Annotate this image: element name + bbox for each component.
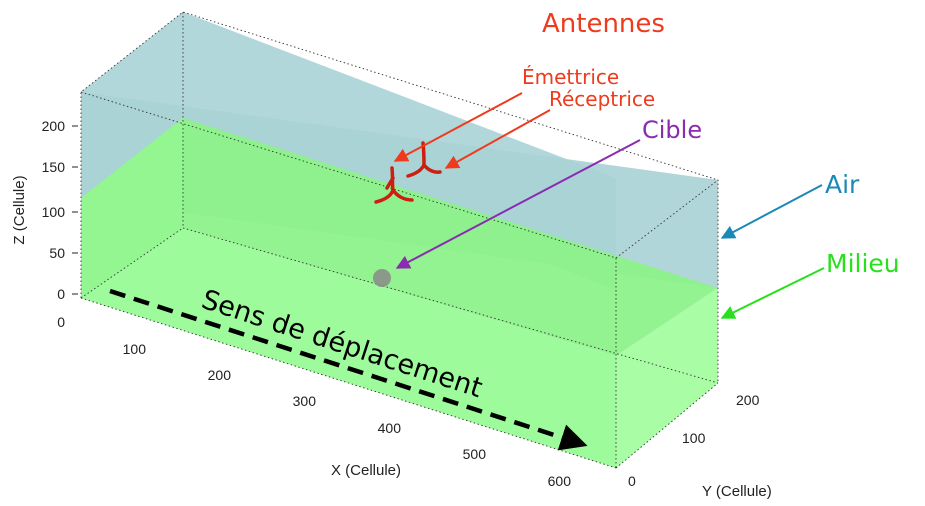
x-axis: 0 100 200 300 400 500 600 X (Cellule) (57, 314, 571, 489)
x-tick-100: 100 (123, 341, 147, 357)
antennes-label: Antennes (542, 9, 665, 39)
air-label: Air (825, 170, 860, 199)
receptrice-label: Réceptrice (549, 87, 655, 111)
x-tick-0: 0 (57, 314, 65, 330)
x-tick-300: 300 (293, 393, 317, 409)
cible-arrow (395, 139, 641, 269)
cible-label: Cible (642, 116, 702, 144)
direction-arrow (109, 288, 588, 451)
air-arrow (720, 184, 823, 239)
emettrice-arrow (393, 92, 523, 162)
milieu-arrow (720, 267, 825, 319)
receptrice-arrow (444, 109, 551, 169)
y-tick-200: 200 (736, 392, 760, 408)
target-sphere (373, 269, 391, 287)
y-axis: 0 100 200 Y (Cellule) (628, 392, 772, 500)
milieu-front-face (81, 198, 616, 468)
y-tick-100: 100 (682, 430, 706, 446)
z-axis: 0 50 100 150 200 Z (Cellule) (11, 118, 78, 302)
x-tick-500: 500 (463, 446, 487, 462)
x-tick-600: 600 (548, 473, 572, 489)
z-tick-200: 200 (42, 118, 66, 134)
x-tick-200: 200 (208, 367, 232, 383)
milieu-label: Milieu (826, 249, 900, 278)
antenna-receiver (406, 141, 442, 178)
z-axis-label: Z (Cellule) (11, 175, 28, 244)
emettrice-label: Émettrice (522, 65, 619, 89)
z-tick-150: 150 (42, 159, 66, 175)
z-tick-50: 50 (49, 245, 65, 261)
z-tick-100: 100 (42, 204, 66, 220)
y-tick-0: 0 (628, 473, 636, 489)
x-axis-label: X (Cellule) (331, 462, 401, 479)
x-tick-400: 400 (378, 420, 402, 436)
antenna-transmitter (374, 166, 414, 204)
box-edges (80, 11, 719, 469)
milieu-top-face (81, 118, 718, 356)
y-axis-label: Y (Cellule) (702, 483, 772, 500)
z-tick-0: 0 (57, 286, 65, 302)
milieu-layer (81, 118, 718, 468)
milieu-back-face (81, 118, 183, 298)
milieu-right-face (616, 288, 718, 468)
